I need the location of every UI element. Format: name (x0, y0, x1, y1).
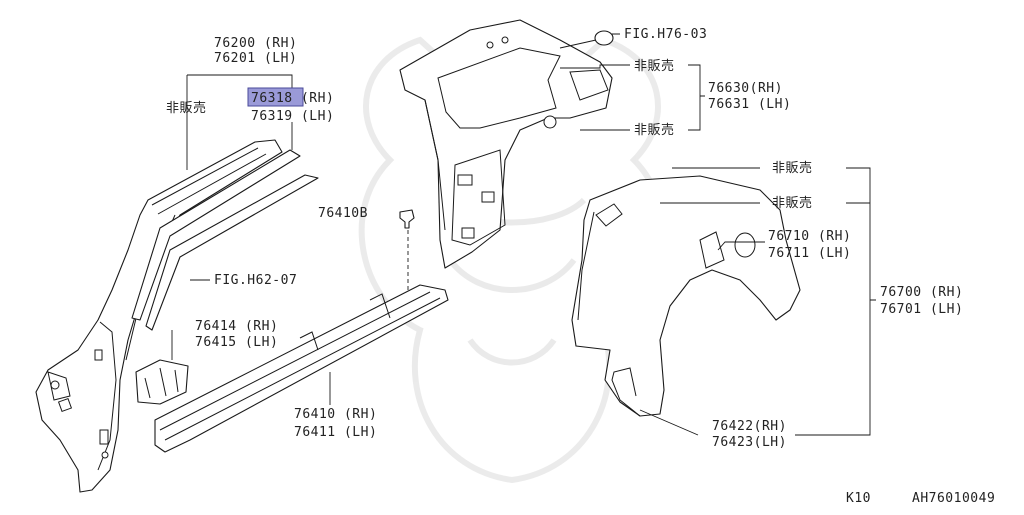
leader-lines (171, 33, 876, 436)
label-76701: 76701 (LH) (880, 302, 963, 317)
model-code: K10 (846, 491, 871, 506)
part-labels: 76200 (RH) 76201 (LH) 非販売 76318 (RH) 763… (166, 27, 995, 506)
sill-panel-76410 (154, 284, 449, 453)
label-76423: 76423(LH) (712, 435, 787, 450)
highlight-box (247, 87, 304, 107)
label-76630: 76630(RH) (708, 81, 783, 96)
label-not-sold-left: 非販売 (166, 100, 207, 116)
bracket-76414 (135, 359, 189, 405)
diagram-code: AH76010049 (912, 491, 995, 506)
label-fig-h76: FIG.H76-03 (624, 27, 707, 42)
label-76415: 76415 (LH) (195, 335, 278, 350)
label-76319: 76319 (LH) (251, 109, 334, 124)
label-not-sold-right2: 非販売 (772, 195, 813, 211)
label-76411: 76411 (LH) (294, 425, 377, 440)
body-side-pillar-assembly (35, 139, 283, 493)
label-76711: 76711 (LH) (768, 246, 851, 261)
label-76200: 76200 (RH) (214, 36, 297, 51)
label-76710: 76710 (RH) (768, 229, 851, 244)
label-76700: 76700 (RH) (880, 285, 963, 300)
label-76631: 76631 (LH) (708, 97, 791, 112)
label-not-sold-right1: 非販売 (772, 160, 813, 176)
label-not-sold-top: 非販売 (634, 58, 675, 74)
label-76201: 76201 (LH) (214, 51, 297, 66)
grommet-fig-h76 (594, 30, 614, 46)
label-76414: 76414 (RH) (195, 319, 278, 334)
label-76318-highlighted[interactable]: 76318 (RH) (251, 91, 334, 106)
label-not-sold-mid: 非販売 (634, 122, 675, 138)
label-76410b: 76410B (318, 206, 368, 221)
pillar-reinforcement-strips (131, 149, 319, 331)
label-76410: 76410 (RH) (294, 407, 377, 422)
label-fig-h62: FIG.H62-07 (214, 273, 297, 288)
label-76422: 76422(RH) (712, 419, 787, 434)
quarter-outer-panel-76700 (571, 175, 801, 417)
quarter-inner-panel (399, 19, 613, 269)
clip-76410b (399, 209, 415, 229)
